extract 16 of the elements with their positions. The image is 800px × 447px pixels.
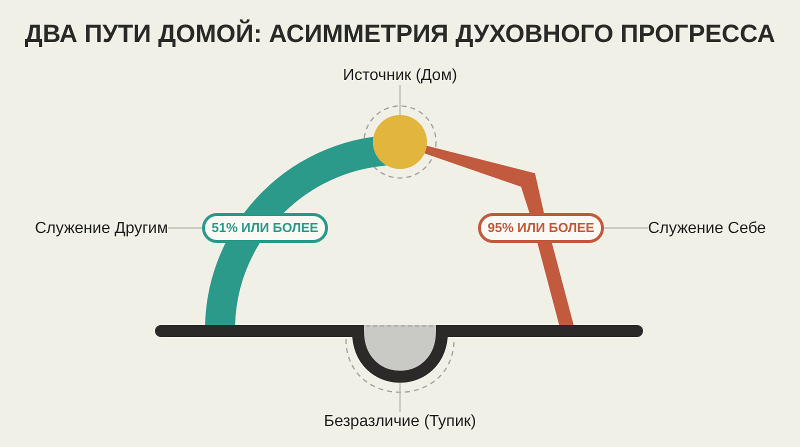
leader-line bbox=[399, 85, 401, 115]
leader-line bbox=[604, 227, 648, 229]
path-band bbox=[244, 136, 387, 213]
path-band bbox=[205, 243, 260, 325]
callout-label: Безразличие (Тупик) bbox=[324, 412, 476, 431]
callout-label: Источник (Дом) bbox=[342, 66, 458, 85]
circle-node bbox=[373, 115, 427, 169]
leader-line bbox=[168, 227, 202, 229]
title: ДВА ПУТИ ДОМОЙ: АСИММЕТРИЯ ДУХОВНОГО ПРОГРЕССА bbox=[24, 20, 776, 49]
path-band bbox=[537, 243, 574, 325]
percentage-badge: 51% ИЛИ БОЛЕЕ bbox=[202, 213, 328, 243]
path-label: Служение Себе bbox=[648, 218, 766, 238]
percentage-badge: 95% ИЛИ БОЛЕЕ bbox=[478, 213, 604, 243]
path-label: Служение Другим bbox=[34, 218, 168, 238]
path-band bbox=[424, 146, 544, 213]
leader-line bbox=[399, 383, 401, 412]
